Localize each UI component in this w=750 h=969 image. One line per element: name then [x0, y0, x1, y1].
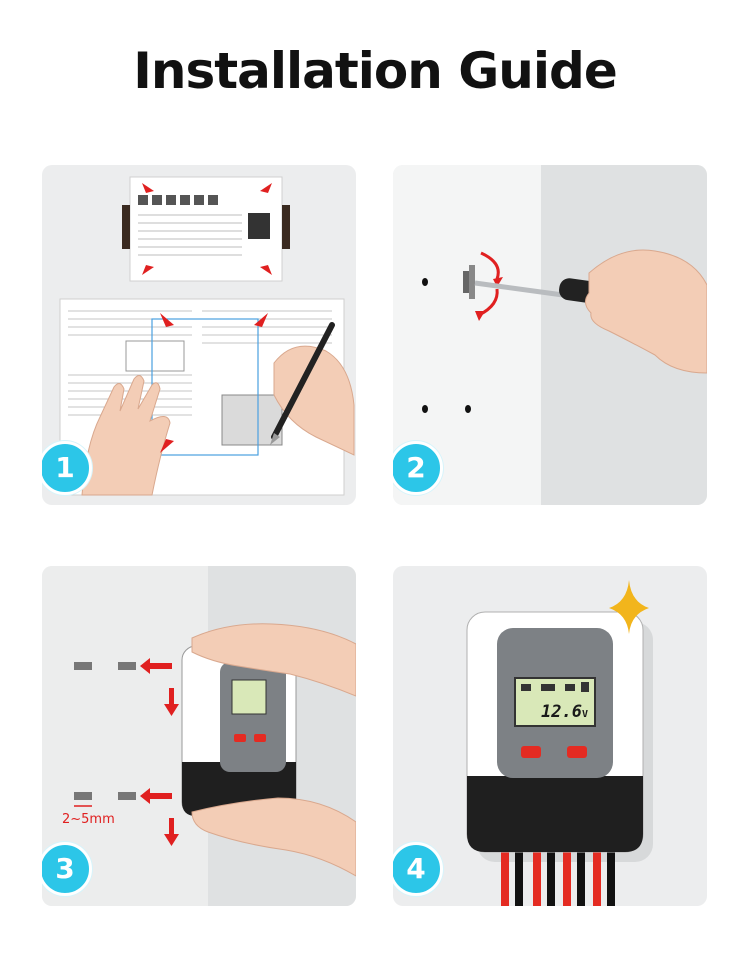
screw-icon: [74, 662, 136, 800]
left-button[interactable]: [521, 746, 541, 758]
arrow-icon: [140, 658, 179, 846]
step-2-panel: 2: [393, 165, 707, 505]
step-number-badge: 3: [42, 842, 92, 896]
sparkle-icon: [609, 580, 649, 634]
step-1-panel: 1: [42, 165, 356, 505]
hand: [585, 249, 707, 374]
screwdriver-shaft: [474, 280, 564, 298]
right-button[interactable]: [567, 746, 587, 758]
step-4-panel: 12.6V 4: [393, 566, 707, 906]
screw-icon: [463, 265, 475, 299]
step-1-illustration: [59, 176, 355, 496]
step-4-illustration: [466, 580, 653, 906]
page-title: Installation Guide: [133, 42, 618, 100]
step-number-badge: 2: [393, 441, 443, 495]
marker-pen: [271, 322, 335, 440]
lcd-unit: V: [581, 709, 588, 720]
step-number-badge: 4: [393, 842, 443, 896]
right-hand: [273, 345, 355, 456]
step-2-illustration: [393, 165, 707, 505]
step-number-badge: 1: [42, 441, 92, 495]
top-hand: [191, 623, 356, 697]
step-3-illustration: [42, 566, 356, 906]
bottom-hand: [191, 797, 356, 877]
wires: [501, 842, 615, 906]
lcd-value: 12.6: [541, 702, 582, 722]
left-hand: [81, 375, 171, 496]
lcd-reading: 12.6V: [541, 702, 588, 722]
step-3-panel: 2~5mm 3: [42, 566, 356, 906]
gap-label: 2~5mm: [62, 812, 115, 827]
